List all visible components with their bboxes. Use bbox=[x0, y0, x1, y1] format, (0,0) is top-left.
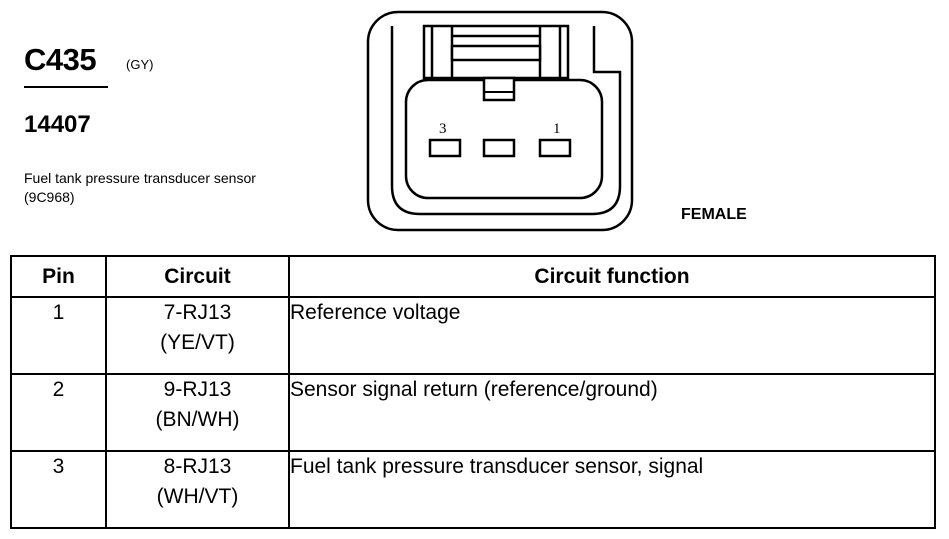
circuit-function-cell: Fuel tank pressure transducer sensor, si… bbox=[288, 450, 936, 529]
latch-ramp bbox=[450, 44, 542, 62]
header-circuit: Circuit bbox=[105, 255, 290, 298]
circuit-wire-color: (BN/WH) bbox=[155, 408, 240, 431]
pin-cell: 1 bbox=[10, 296, 107, 375]
pin-label-1: 1 bbox=[553, 121, 561, 137]
connector-gender: FEMALE bbox=[681, 206, 747, 223]
table-header-row: Pin Circuit Circuit function bbox=[10, 255, 936, 298]
terminal-pin-1 bbox=[538, 138, 572, 158]
pin-cell: 2 bbox=[10, 373, 107, 452]
circuit-number: 7-RJ13 bbox=[163, 301, 232, 324]
header-circuit-function: Circuit function bbox=[288, 255, 936, 298]
circuit-number: 8-RJ13 bbox=[163, 455, 232, 478]
description-line-2: (9C968) bbox=[24, 189, 75, 205]
pinout-table: Pin Circuit Circuit function 1 7-RJ13 (Y… bbox=[10, 255, 936, 529]
connector-description: Fuel tank pressure transducer sensor (9C… bbox=[24, 169, 256, 207]
description-line-1: Fuel tank pressure transducer sensor bbox=[24, 170, 256, 186]
terminal-pin-2 bbox=[482, 138, 516, 158]
connector-key-tab bbox=[482, 76, 516, 102]
circuit-cell: 8-RJ13 (WH/VT) bbox=[105, 450, 290, 529]
table-row: 2 9-RJ13 (BN/WH) Sensor signal return (r… bbox=[10, 373, 936, 452]
connector-color-code: (GY) bbox=[126, 57, 154, 72]
connector-inner-shroud bbox=[390, 26, 622, 216]
pin-cell: 3 bbox=[10, 450, 107, 529]
connector-id-underline bbox=[24, 86, 108, 88]
circuit-wire-color: (WH/VT) bbox=[156, 485, 239, 508]
table-row: 1 7-RJ13 (YE/VT) Reference voltage bbox=[10, 296, 936, 375]
terminal-pin-3 bbox=[428, 138, 462, 158]
circuit-wire-color: (YE/VT) bbox=[160, 331, 235, 354]
connector-id: C435 bbox=[24, 42, 97, 77]
circuit-number: 9-RJ13 bbox=[163, 378, 232, 401]
part-number: 14407 bbox=[24, 111, 91, 138]
circuit-function-cell: Reference voltage bbox=[288, 296, 936, 375]
pin-label-3: 3 bbox=[439, 121, 447, 137]
connector-face-diagram: 3 1 bbox=[366, 10, 634, 232]
table-row: 3 8-RJ13 (WH/VT) Fuel tank pressure tran… bbox=[10, 450, 936, 529]
header-pin: Pin bbox=[10, 255, 107, 298]
circuit-function-cell: Sensor signal return (reference/ground) bbox=[288, 373, 936, 452]
circuit-cell: 9-RJ13 (BN/WH) bbox=[105, 373, 290, 452]
circuit-cell: 7-RJ13 (YE/VT) bbox=[105, 296, 290, 375]
